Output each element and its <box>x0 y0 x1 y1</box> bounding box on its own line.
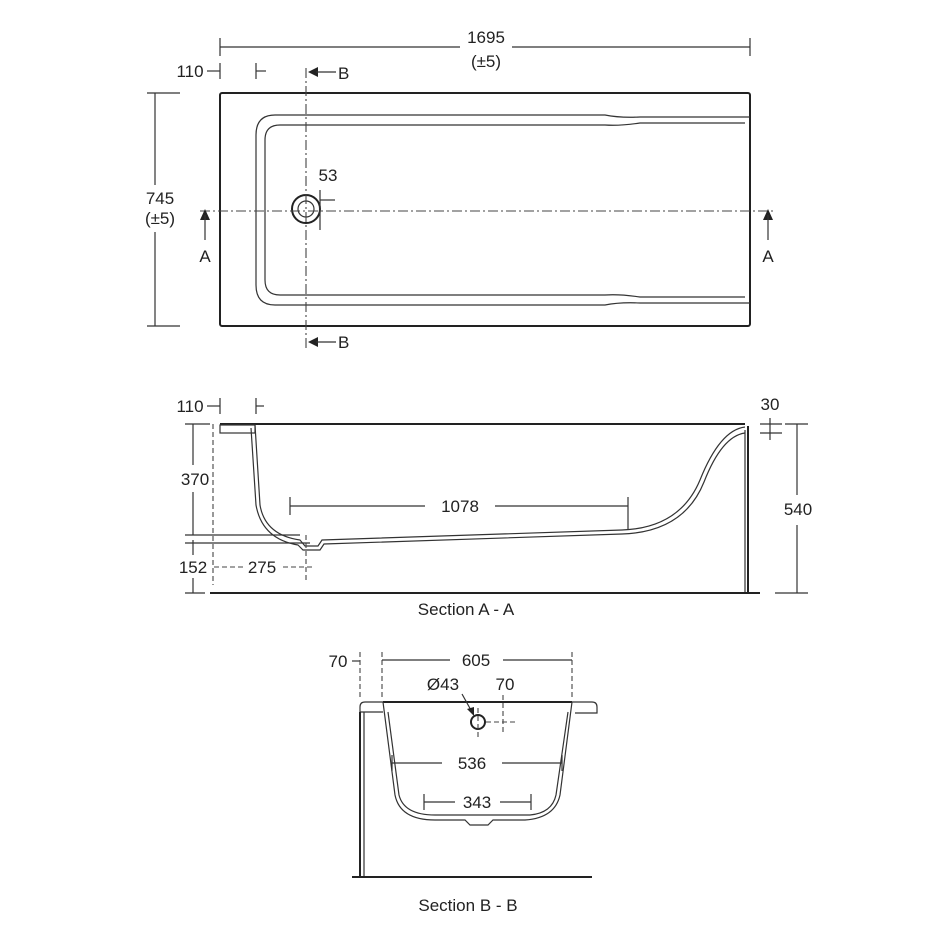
section-bb: 70 605 Ø43 70 536 343 Section B - B <box>329 651 598 915</box>
section-a-label-right: A <box>762 247 774 266</box>
dim-aa-height: 540 <box>784 500 812 519</box>
dim-aa-base: 152 <box>179 558 207 577</box>
dim-aa-depth: 370 <box>181 470 209 489</box>
dim-bb-waste-offset: 70 <box>496 675 515 694</box>
dim-bb-waste-diameter: Ø43 <box>427 675 459 694</box>
section-b-label-top: B <box>338 64 349 83</box>
plan-view: 1695 (±5) 110 745 (±5) 53 A A B B <box>145 28 775 352</box>
dim-aa-floor-length: 1078 <box>441 497 479 516</box>
section-a-arrow-left <box>200 209 210 220</box>
dim-bb-floor-width: 343 <box>463 793 491 812</box>
section-bb-shell <box>382 701 573 826</box>
dim-bb-offset: 70 <box>329 652 348 671</box>
dim-offset: 110 <box>176 62 203 81</box>
basin-outline <box>255 114 750 306</box>
dim-width-tolerance: (±5) <box>145 209 175 228</box>
section-bb-title: Section B - B <box>418 896 517 915</box>
dim-length: 1695 <box>467 28 505 47</box>
section-aa: 110 30 370 152 275 1078 540 Section A - … <box>176 395 812 619</box>
section-a-label-left: A <box>199 247 211 266</box>
section-b-arrow-top <box>308 67 318 77</box>
section-b-arrow-bottom <box>308 337 318 347</box>
section-a-arrow-right <box>763 209 773 220</box>
dim-aa-rim: 30 <box>761 395 780 414</box>
dim-waste: 53 <box>319 166 338 185</box>
basin-inner-outline <box>264 122 745 298</box>
bath-outline <box>219 92 751 327</box>
dim-length-tolerance: (±5) <box>471 52 501 71</box>
dim-bb-mid-width: 536 <box>458 754 486 773</box>
section-aa-title: Section A - A <box>418 600 515 619</box>
section-b-label-bottom: B <box>338 333 349 352</box>
dim-aa-offset: 110 <box>176 397 203 416</box>
dim-aa-waste-position: 275 <box>248 558 276 577</box>
section-aa-shell <box>254 424 746 547</box>
dim-width: 745 <box>146 189 174 208</box>
dim-bb-width: 605 <box>462 651 490 670</box>
